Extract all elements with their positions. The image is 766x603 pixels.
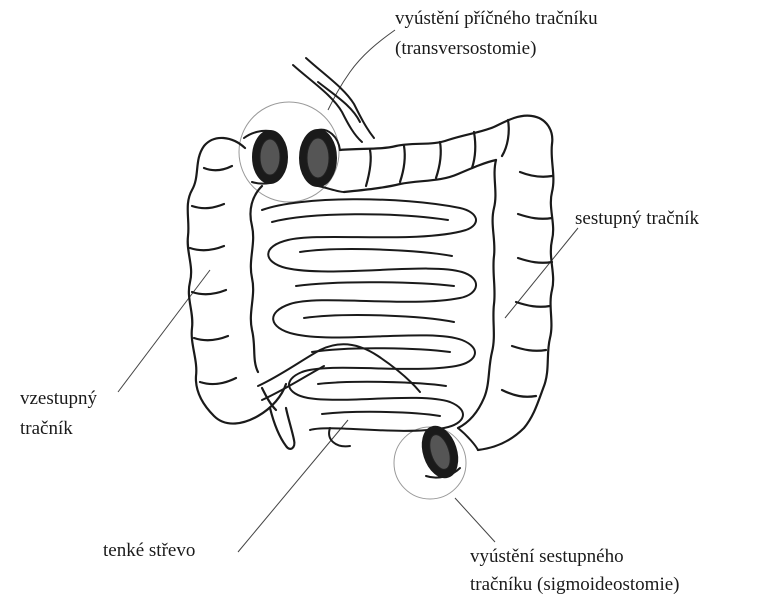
label-sigmoid-stoma-line1: vyústění sestupného xyxy=(470,546,624,568)
leader-sigmoid-stoma xyxy=(455,498,495,542)
transverse-colon xyxy=(340,116,552,192)
small-intestine-loops xyxy=(258,199,476,446)
label-ascending-colon-line1: vzestupný xyxy=(20,388,97,410)
label-small-intestine: tenké střevo xyxy=(103,540,195,562)
label-descending-colon: sestupný tračník xyxy=(575,208,699,230)
label-ascending-colon-line2: tračník xyxy=(20,418,73,440)
label-transverse-stoma-line1: vyústění příčného tračníku xyxy=(395,8,598,30)
leader-descending-colon xyxy=(505,228,578,318)
label-sigmoid-stoma-line2: tračníku (sigmoideostomie) xyxy=(470,574,679,596)
label-transverse-stoma-line2: (transversostomie) xyxy=(395,38,536,60)
descending-colon xyxy=(458,144,553,450)
ascending-colon xyxy=(188,138,295,449)
